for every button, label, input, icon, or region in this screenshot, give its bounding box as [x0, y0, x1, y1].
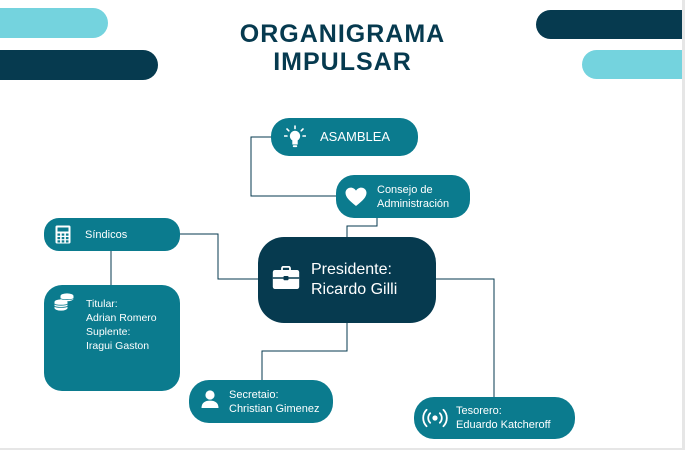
connector-asamblea-consejo [250, 136, 336, 197]
decor-bar-top-right [536, 10, 685, 39]
connector-sindicos-presidente [180, 233, 258, 280]
calculator-icon [55, 225, 71, 244]
user-icon [201, 389, 219, 408]
asamblea-label: ASAMBLEA [320, 129, 391, 144]
connector-consejo-presidente [346, 218, 378, 237]
broadcast-icon [422, 408, 448, 428]
node-sindicos[interactable]: Síndicos [44, 218, 180, 251]
node-asamblea[interactable]: ASAMBLEA [271, 118, 418, 156]
sindicos-label: Síndicos [85, 228, 128, 241]
sindicos-detail-label: Titular: Adrian Romero Suplente: Iragui … [86, 298, 157, 352]
decor-bar-left [0, 50, 158, 80]
title-line-2: IMPULSAR [273, 48, 412, 76]
decor-bar-top-left [0, 8, 108, 38]
lightbulb-icon [284, 125, 306, 149]
title-line-1: ORGANIGRAMA [239, 20, 446, 48]
decor-bar-right [582, 50, 685, 79]
page-edge-right [682, 0, 685, 450]
node-sindicos-detail[interactable]: Titular: Adrian Romero Suplente: Iragui … [44, 285, 180, 391]
coins-icon [54, 293, 74, 311]
consejo-label: Consejo de Administración [377, 183, 450, 210]
connector-presidente-tesorero [436, 278, 495, 397]
node-tesorero[interactable]: Tesorero: Eduardo Katcheroff [414, 397, 575, 439]
briefcase-icon [272, 266, 300, 290]
page-edge-bottom [0, 448, 685, 450]
secretario-label: Secretaio: Christian Gimenez [229, 388, 320, 415]
connector-presidente-secretario [261, 323, 348, 380]
node-consejo[interactable]: Consejo de Administración [336, 175, 470, 218]
presidente-label: Presidente: Ricardo Gilli [311, 261, 398, 298]
heart-icon [345, 187, 367, 207]
node-secretario[interactable]: Secretaio: Christian Gimenez [189, 380, 333, 423]
node-presidente[interactable]: Presidente: Ricardo Gilli [258, 237, 436, 323]
page-title: ORGANIGRAMA IMPULSAR [200, 20, 485, 76]
tesorero-label: Tesorero: Eduardo Katcheroff [456, 405, 551, 431]
